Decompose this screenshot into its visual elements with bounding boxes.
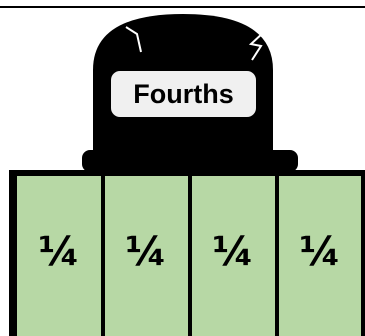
piece-label-2: ¼ [125,229,167,275]
piece-label-1: ¼ [38,229,80,275]
piece-2 [105,176,188,336]
piece-label-3: ¼ [212,229,254,275]
crack-icon [248,31,265,61]
dome-base [82,150,298,172]
piece-1 [17,176,101,336]
crack-icon [125,26,142,53]
piece-label-4: ¼ [299,229,341,275]
title-box [109,69,258,119]
piece-3 [192,176,275,336]
title-label: Fourths [133,78,234,109]
piece-4 [279,176,361,336]
